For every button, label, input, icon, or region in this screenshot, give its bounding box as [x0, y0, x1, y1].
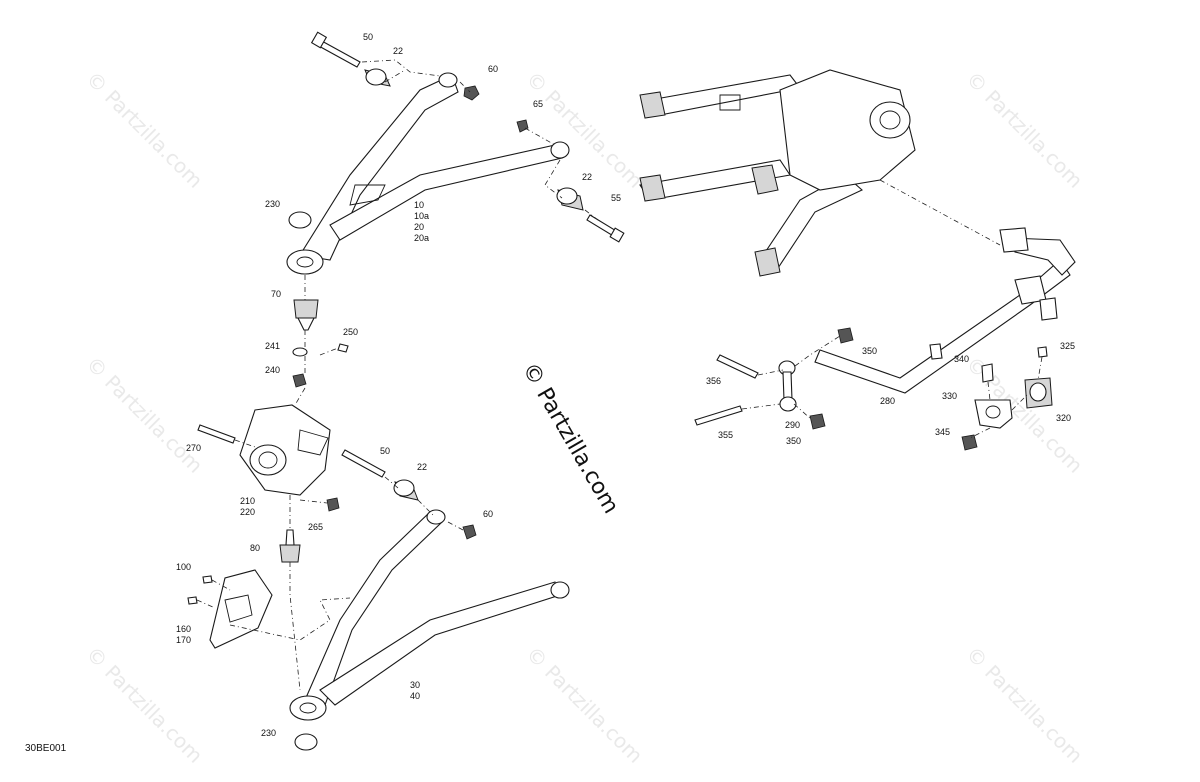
watermark: © Partzilla.com [961, 642, 1087, 768]
watermark: © Partzilla.com [81, 352, 207, 478]
bracket-330 [974, 399, 1013, 429]
callout-50: 50 [363, 32, 373, 42]
callout-280: 280 [880, 396, 895, 406]
callout-270: 270 [186, 443, 201, 453]
callout-22: 22 [417, 462, 427, 472]
watermark: © Partzilla.com [81, 67, 207, 193]
callout-230: 230 [261, 728, 276, 738]
nut-60 [463, 85, 480, 101]
sway-bar-280 [814, 227, 1076, 394]
upper-bushing-22 [364, 68, 391, 87]
nut-350-lower [809, 413, 826, 430]
ball-joint-80 [279, 529, 301, 563]
pin-250 [337, 343, 349, 353]
diagram-code: 30BE001 [25, 743, 67, 754]
callout-355: 355 [718, 430, 733, 440]
lower-bolt-50 [341, 449, 386, 478]
ring-230-upper [288, 211, 312, 229]
callout-220: 220 [240, 507, 255, 517]
callout-80: 80 [250, 543, 260, 553]
callout-350: 350 [862, 346, 877, 356]
nut-65 [516, 119, 529, 133]
callout-60: 60 [488, 64, 498, 74]
bolt-55 [586, 214, 625, 243]
callout-60: 60 [483, 509, 493, 519]
nut-265 [326, 497, 340, 512]
callout-325: 325 [1060, 341, 1075, 351]
callout-10a: 10a [414, 211, 429, 221]
callout-345: 345 [935, 427, 950, 437]
callout-70: 70 [271, 289, 281, 299]
watermark: © Partzilla.com [961, 67, 1087, 193]
nut-345 [961, 434, 978, 451]
callout-10: 10 [414, 200, 424, 210]
connector-lines [196, 59, 1043, 691]
callout-241: 241 [265, 341, 280, 351]
lower-bushing-22 [393, 479, 419, 501]
callout-30: 30 [410, 680, 420, 690]
center-watermark: © Partzilla.com [517, 359, 624, 519]
nut-350-upper [837, 327, 854, 344]
nut-240 [292, 373, 307, 388]
callout-40: 40 [410, 691, 420, 701]
callout-290: 290 [785, 420, 800, 430]
callout-340: 340 [954, 354, 969, 364]
callout-350: 350 [786, 436, 801, 446]
callout-20a: 20a [414, 233, 429, 243]
upper-bolt-50 [310, 31, 361, 68]
guard-160 [209, 569, 273, 649]
screw-100 [202, 575, 213, 584]
nut-60-lower [462, 524, 477, 540]
callout-250: 250 [343, 327, 358, 337]
steering-knuckle-210 [239, 404, 331, 496]
callout-55: 55 [611, 193, 621, 203]
callout-330: 330 [942, 391, 957, 401]
callout-160: 160 [176, 624, 191, 634]
callout-labels: 50 22 60 65 22 55 230 10 10a 20 20a 70 2… [176, 32, 1075, 738]
screw-325 [1037, 346, 1048, 358]
watermark: © Partzilla.com [521, 642, 647, 768]
callout-356: 356 [706, 376, 721, 386]
bolt-270 [197, 424, 236, 444]
bolt-356 [716, 354, 759, 379]
bushing-320 [1024, 377, 1053, 409]
callout-22: 22 [582, 172, 592, 182]
callout-320: 320 [1056, 413, 1071, 423]
bushing-22-right [556, 187, 584, 211]
callout-50: 50 [380, 446, 390, 456]
callout-265: 265 [308, 522, 323, 532]
bolt-340 [981, 363, 994, 383]
upper-a-arm [286, 72, 570, 275]
lower-a-arm [289, 509, 570, 721]
callout-100: 100 [176, 562, 191, 572]
watermark: © Partzilla.com [81, 642, 207, 768]
callout-170: 170 [176, 635, 191, 645]
callout-210: 210 [240, 496, 255, 506]
ball-joint-70 [293, 299, 319, 331]
callout-230: 230 [265, 199, 280, 209]
ring-230-lower [294, 733, 318, 751]
bolt-355 [694, 405, 743, 426]
callout-65: 65 [533, 99, 543, 109]
frame [639, 69, 916, 277]
callout-240: 240 [265, 365, 280, 375]
callout-20: 20 [414, 222, 424, 232]
callout-22: 22 [393, 46, 403, 56]
link-290 [778, 360, 797, 412]
screw-100b [187, 596, 198, 605]
washer-241 [292, 347, 308, 357]
